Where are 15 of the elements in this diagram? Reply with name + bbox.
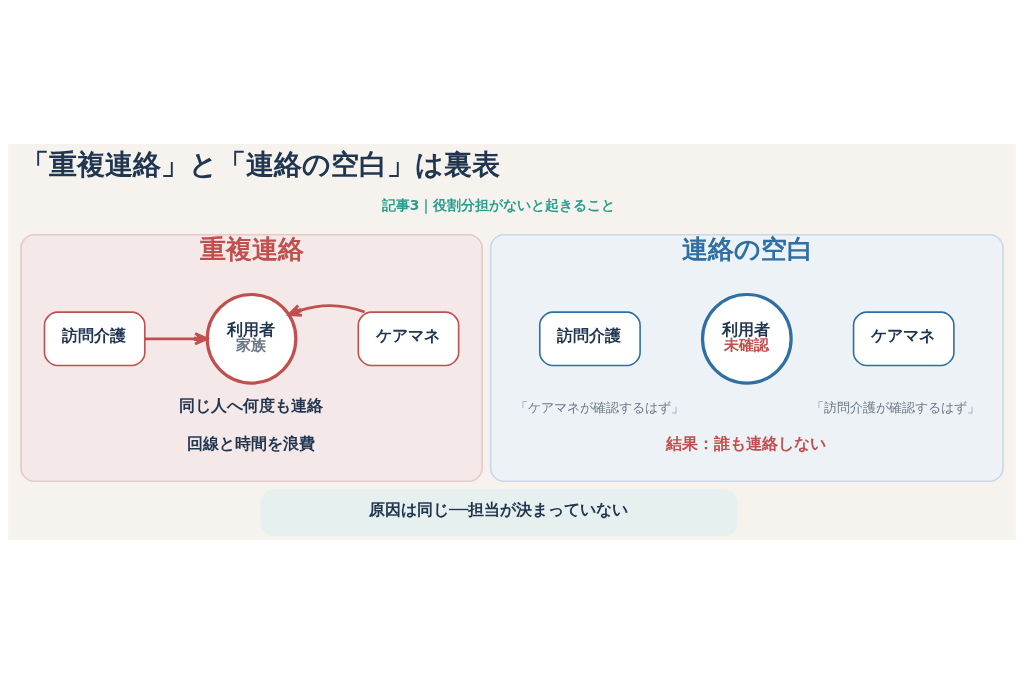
label: 同じ人へ何度も連絡 xyxy=(178,395,323,415)
label: 記事3｜役割分担がないと起きること xyxy=(381,196,616,213)
arrow xyxy=(287,303,365,317)
label: 回線と時間を浪費 xyxy=(186,433,315,453)
node-box: ケアマネ xyxy=(852,310,955,366)
diagram-title: 「重複連絡」と「連絡の空白」は裏表 xyxy=(21,147,500,181)
node-box: ケアマネ xyxy=(357,310,460,366)
node-box: 訪問介護 xyxy=(538,310,641,366)
arrow xyxy=(144,331,209,345)
node-circle: 利用者 未確認 xyxy=(700,292,793,385)
node-box: 訪問介護 xyxy=(43,310,146,366)
node-circle: 利用者 家族 xyxy=(205,292,298,385)
node-label: 「訪問介護が確認するはず」 xyxy=(811,399,981,415)
node-label: 「ケアマネが確認するはず」 xyxy=(514,399,684,415)
label: 結果：誰も連絡しない xyxy=(666,433,827,453)
